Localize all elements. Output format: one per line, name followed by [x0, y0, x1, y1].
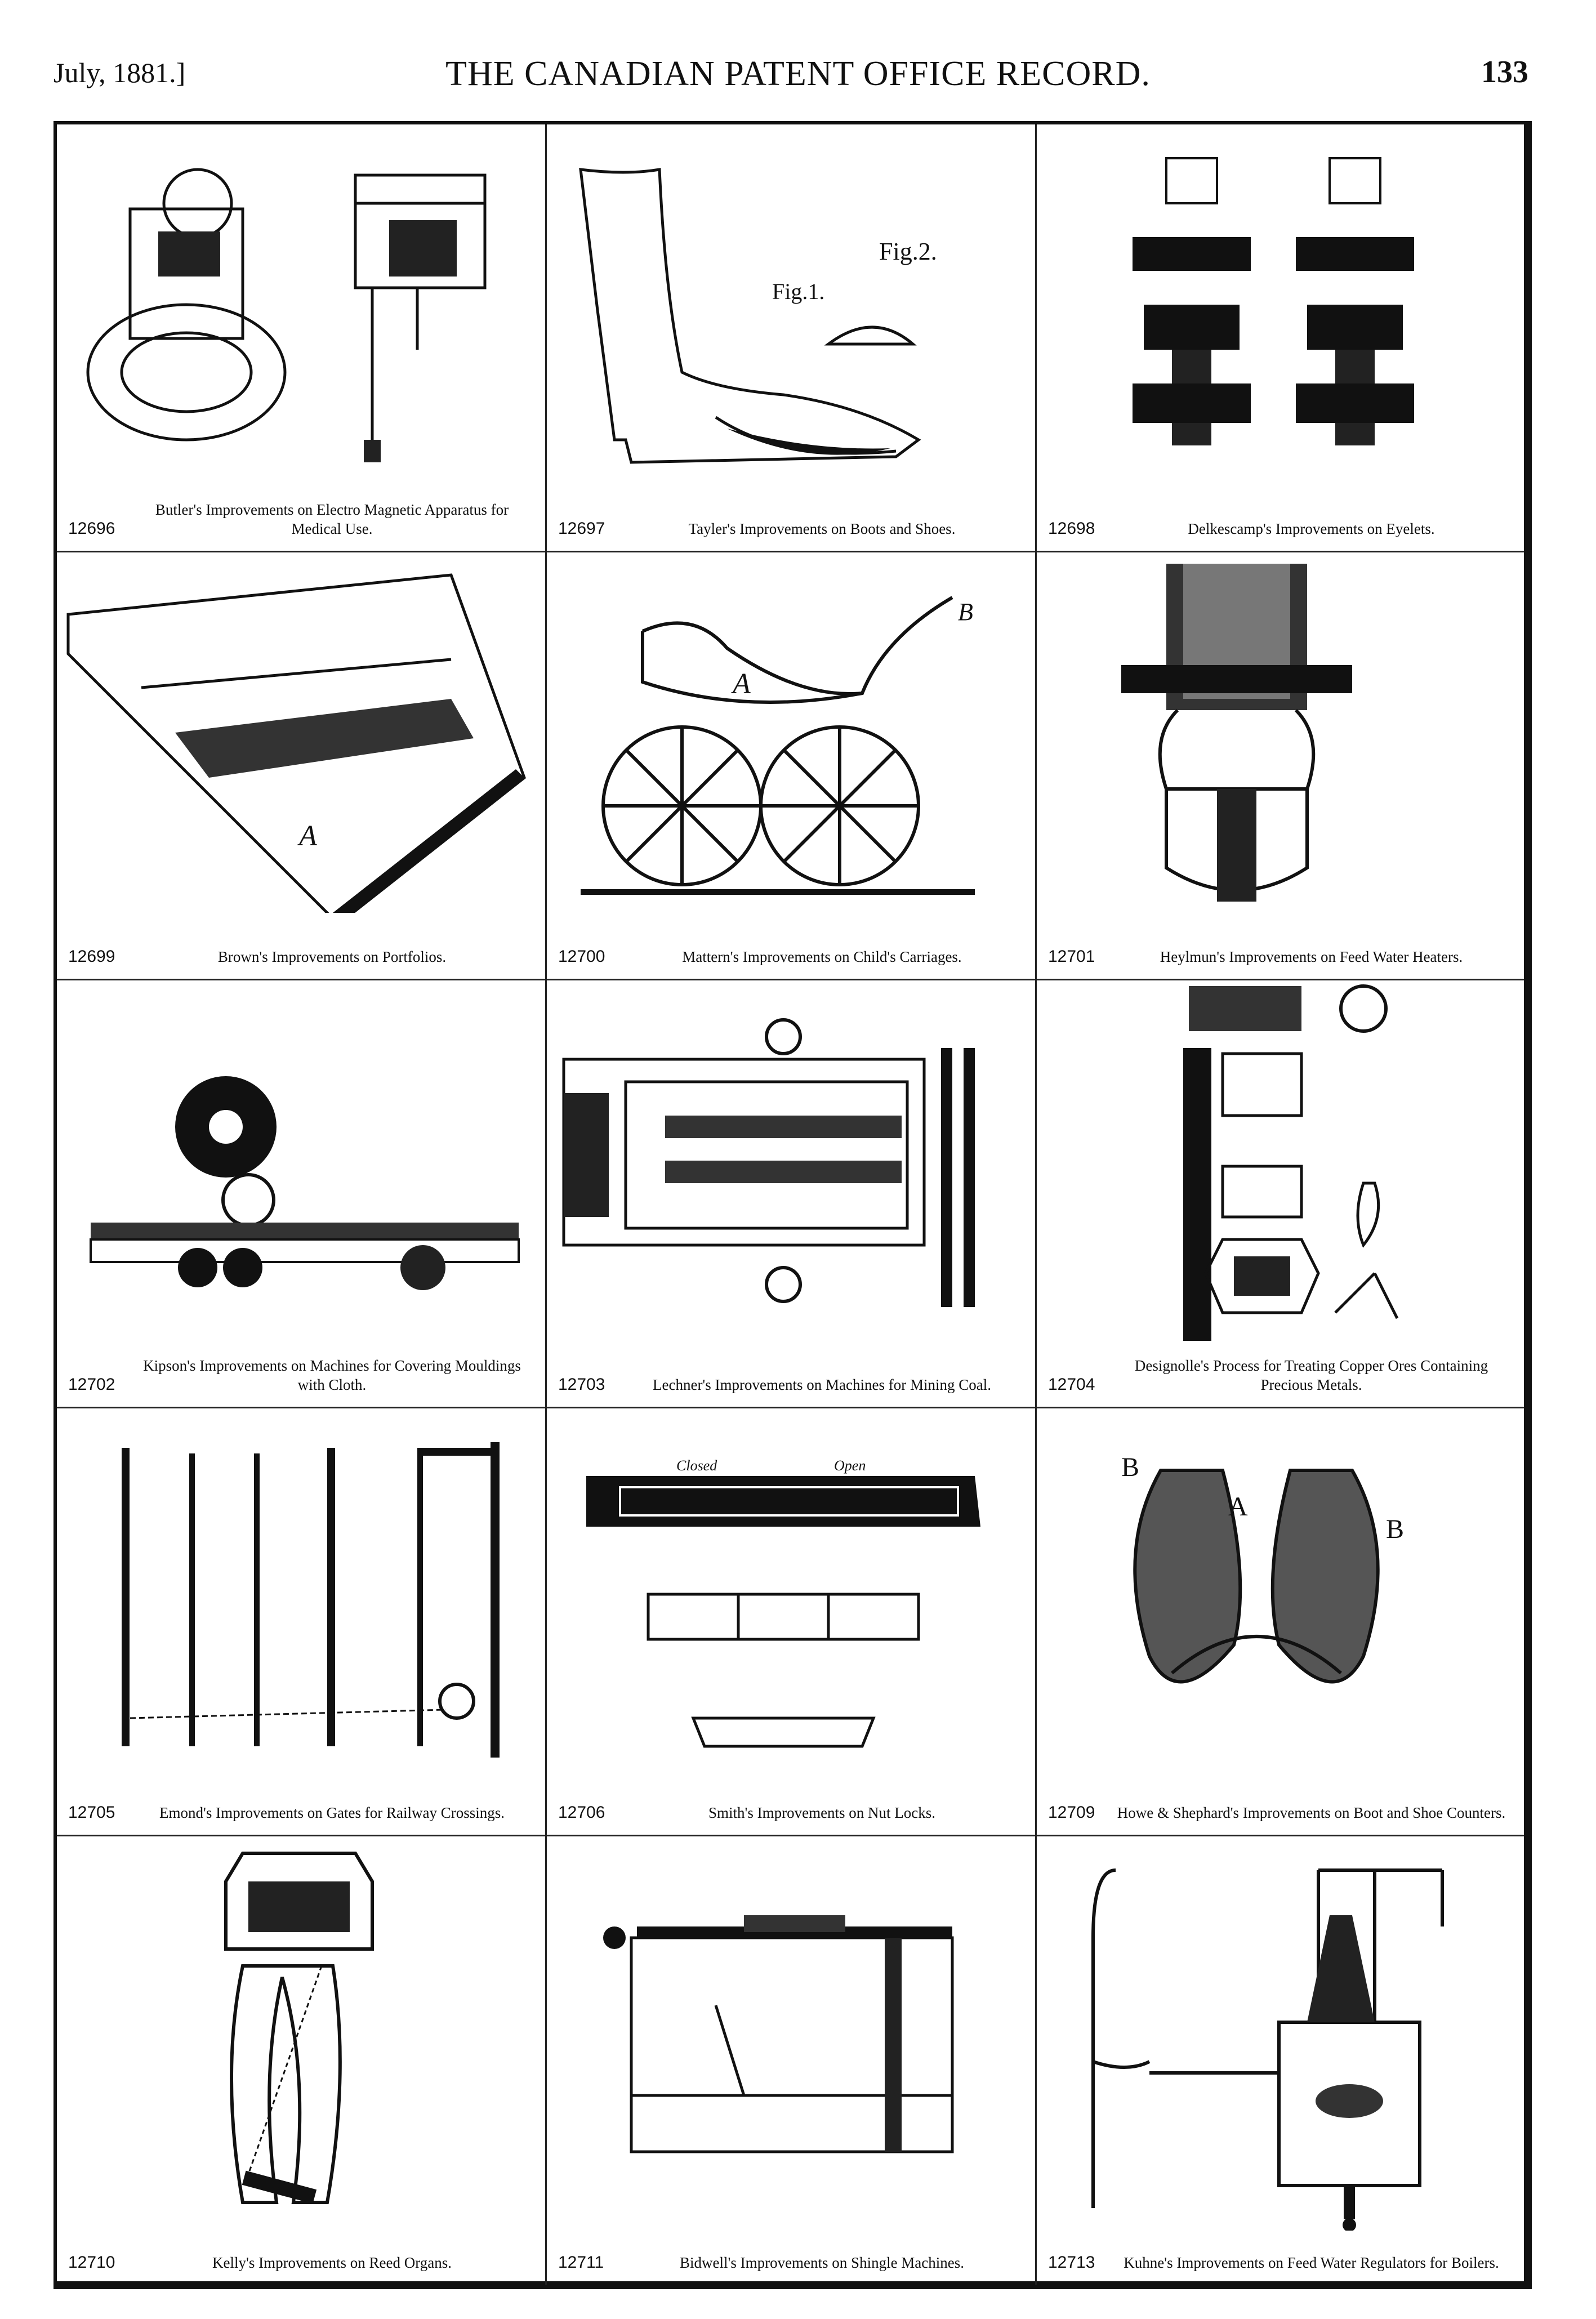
patent-caption: 12711 Bidwell's Improvements on Shingle … — [558, 2253, 1024, 2272]
patent-caption: 12702 Kipson's Improvements on Machines … — [68, 1356, 534, 1394]
patent-grid: 12696 Butler's Improvements on Electro M… — [54, 121, 1532, 2289]
feed-water-regulator-figure — [1091, 1868, 1444, 2231]
patent-cell-12713: 12713 Kuhne's Improvements on Feed Water… — [1037, 1836, 1524, 2285]
patent-caption: 12704 Designolle's Process for Treating … — [1048, 1356, 1513, 1394]
issue-date: July, 1881.] — [54, 57, 186, 88]
patent-cell-12704: 12704 Designolle's Process for Treating … — [1037, 980, 1524, 1408]
nut-lock-open-label: Open — [834, 1457, 866, 1474]
patent-caption: 12696 Butler's Improvements on Electro M… — [68, 500, 534, 538]
patent-title: Tayler's Improvements on Boots and Shoes… — [688, 520, 956, 537]
child-carriage-figure: A B — [581, 596, 975, 895]
patent-cell-12705: 12705 Emond's Improvements on Gates for … — [57, 1408, 547, 1836]
patent-number: 12713 — [1048, 2253, 1095, 2272]
coal-mining-machine-figure — [562, 1018, 975, 1307]
patent-cell-12702: 12702 Kipson's Improvements on Machines … — [57, 980, 547, 1408]
portfolio-label-a: A — [297, 820, 317, 852]
shingle-machine-figure — [603, 1915, 954, 2153]
patent-number: 12711 — [558, 2253, 604, 2272]
patent-number: 12701 — [1048, 947, 1095, 966]
fig2-label: Fig.2. — [879, 238, 937, 265]
patent-number: 12699 — [68, 947, 115, 966]
reed-organ-figure — [224, 1852, 374, 2204]
patent-title: Bidwell's Improvements on Shingle Machin… — [679, 2254, 965, 2271]
fig1-label: Fig.1. — [772, 279, 824, 304]
patent-cell-12699: A 12699 Brown's Improvements on Portfoli… — [57, 552, 547, 980]
nut-lock-closed-label: Closed — [676, 1457, 717, 1474]
boot-figure: Fig.1. Fig.2. — [579, 168, 937, 464]
patent-caption: 12703 Lechner's Improvements on Machines… — [558, 1375, 1024, 1394]
counter-label-b-right: B — [1386, 1514, 1404, 1544]
carriage-label-a: A — [731, 668, 751, 700]
patent-number: 12702 — [68, 1375, 115, 1394]
patent-number: 12700 — [558, 947, 605, 966]
covering-machine-figure — [90, 1076, 520, 1290]
patent-cell-12703: 12703 Lechner's Improvements on Machines… — [547, 980, 1037, 1408]
counter-label-a: A — [1228, 1492, 1248, 1522]
patent-title: Kipson's Improvements on Machines for Co… — [143, 1357, 521, 1393]
patent-title: Mattern's Improvements on Child's Carria… — [682, 948, 962, 965]
patent-number: 12704 — [1048, 1375, 1095, 1394]
patent-title: Kuhne's Improvements on Feed Water Regul… — [1124, 2254, 1499, 2271]
patent-number: 12706 — [558, 1803, 605, 1822]
patent-cell-12698: 12698 Delkescamp's Improvements on Eyele… — [1037, 124, 1524, 552]
patent-title: Delkescamp's Improvements on Eyelets. — [1188, 520, 1435, 537]
patent-title: Howe & Shephard's Improvements on Boot a… — [1117, 1804, 1506, 1821]
patent-title: Emond's Improvements on Gates for Railwa… — [159, 1804, 505, 1821]
counter-label-b-left: B — [1121, 1452, 1139, 1482]
patent-caption: 12706 Smith's Improvements on Nut Locks. — [558, 1803, 1024, 1822]
eyelet-figure — [1133, 157, 1414, 445]
patent-title: Heylmun's Improvements on Feed Water Hea… — [1160, 948, 1463, 965]
patent-caption: 12710 Kelly's Improvements on Reed Organ… — [68, 2253, 534, 2272]
patent-cell-12710: 12710 Kelly's Improvements on Reed Organ… — [57, 1836, 547, 2285]
patent-caption: 12700 Mattern's Improvements on Child's … — [558, 947, 1024, 966]
copper-ore-apparatus-figure — [1183, 984, 1399, 1341]
patent-caption: 12705 Emond's Improvements on Gates for … — [68, 1803, 534, 1822]
patent-cell-12701: 12701 Heylmun's Improvements on Feed Wat… — [1037, 552, 1524, 980]
patent-cell-12700: A B 12700 Mattern's Improvements on Chil… — [547, 552, 1037, 980]
patent-cell-12697: Fig.1. Fig.2. 12697 Tayler's Improvement… — [547, 124, 1037, 552]
railway-gate-figure — [122, 1442, 500, 1758]
patent-title: Kelly's Improvements on Reed Organs. — [212, 2254, 452, 2271]
patent-number: 12697 — [558, 519, 605, 538]
patent-cell-12706: Closed Open 12706 Smith's Improvements o… — [547, 1408, 1037, 1836]
patent-caption: 12699 Brown's Improvements on Portfolios… — [68, 947, 534, 966]
patent-number: 12698 — [1048, 519, 1095, 538]
patent-cell-12709: B B A 12709 Howe & Shephard's Improvemen… — [1037, 1408, 1524, 1836]
patent-title: Brown's Improvements on Portfolios. — [217, 948, 447, 965]
patent-title: Lechner's Improvements on Machines for M… — [653, 1376, 991, 1393]
patent-number: 12696 — [68, 519, 115, 538]
patent-cell-12696: 12696 Butler's Improvements on Electro M… — [57, 124, 547, 552]
patent-cell-12711: 12711 Bidwell's Improvements on Shingle … — [547, 1836, 1037, 2285]
patent-title: Designolle's Process for Treating Copper… — [1134, 1357, 1488, 1393]
patent-title: Butler's Improvements on Electro Magneti… — [155, 501, 509, 537]
carriage-label-b: B — [958, 598, 973, 626]
patent-caption: 12697 Tayler's Improvements on Boots and… — [558, 519, 1024, 538]
patent-caption: 12709 Howe & Shephard's Improvements on … — [1048, 1803, 1513, 1822]
patent-caption: 12713 Kuhne's Improvements on Feed Water… — [1048, 2253, 1513, 2272]
patent-title: Smith's Improvements on Nut Locks. — [708, 1804, 936, 1821]
patent-caption: 12701 Heylmun's Improvements on Feed Wat… — [1048, 947, 1513, 966]
patent-number: 12703 — [558, 1375, 605, 1394]
patent-number: 12705 — [68, 1803, 115, 1822]
portfolio-figure: A — [66, 573, 526, 913]
patent-number: 12709 — [1048, 1803, 1095, 1822]
nut-lock-figure: Closed Open — [586, 1457, 980, 1748]
page-header: July, 1881.] THE CANADIAN PATENT OFFICE … — [0, 0, 1596, 118]
electro-magnetic-apparatus-figure — [86, 168, 487, 462]
patent-caption: 12698 Delkescamp's Improvements on Eyele… — [1048, 519, 1513, 538]
feed-water-heater-figure — [1121, 564, 1352, 902]
publication-title: THE CANADIAN PATENT OFFICE RECORD. — [445, 55, 1151, 93]
patent-number: 12710 — [68, 2253, 115, 2272]
shoe-counter-figure: B B A — [1121, 1452, 1404, 1684]
page-number: 133 — [1481, 55, 1528, 90]
